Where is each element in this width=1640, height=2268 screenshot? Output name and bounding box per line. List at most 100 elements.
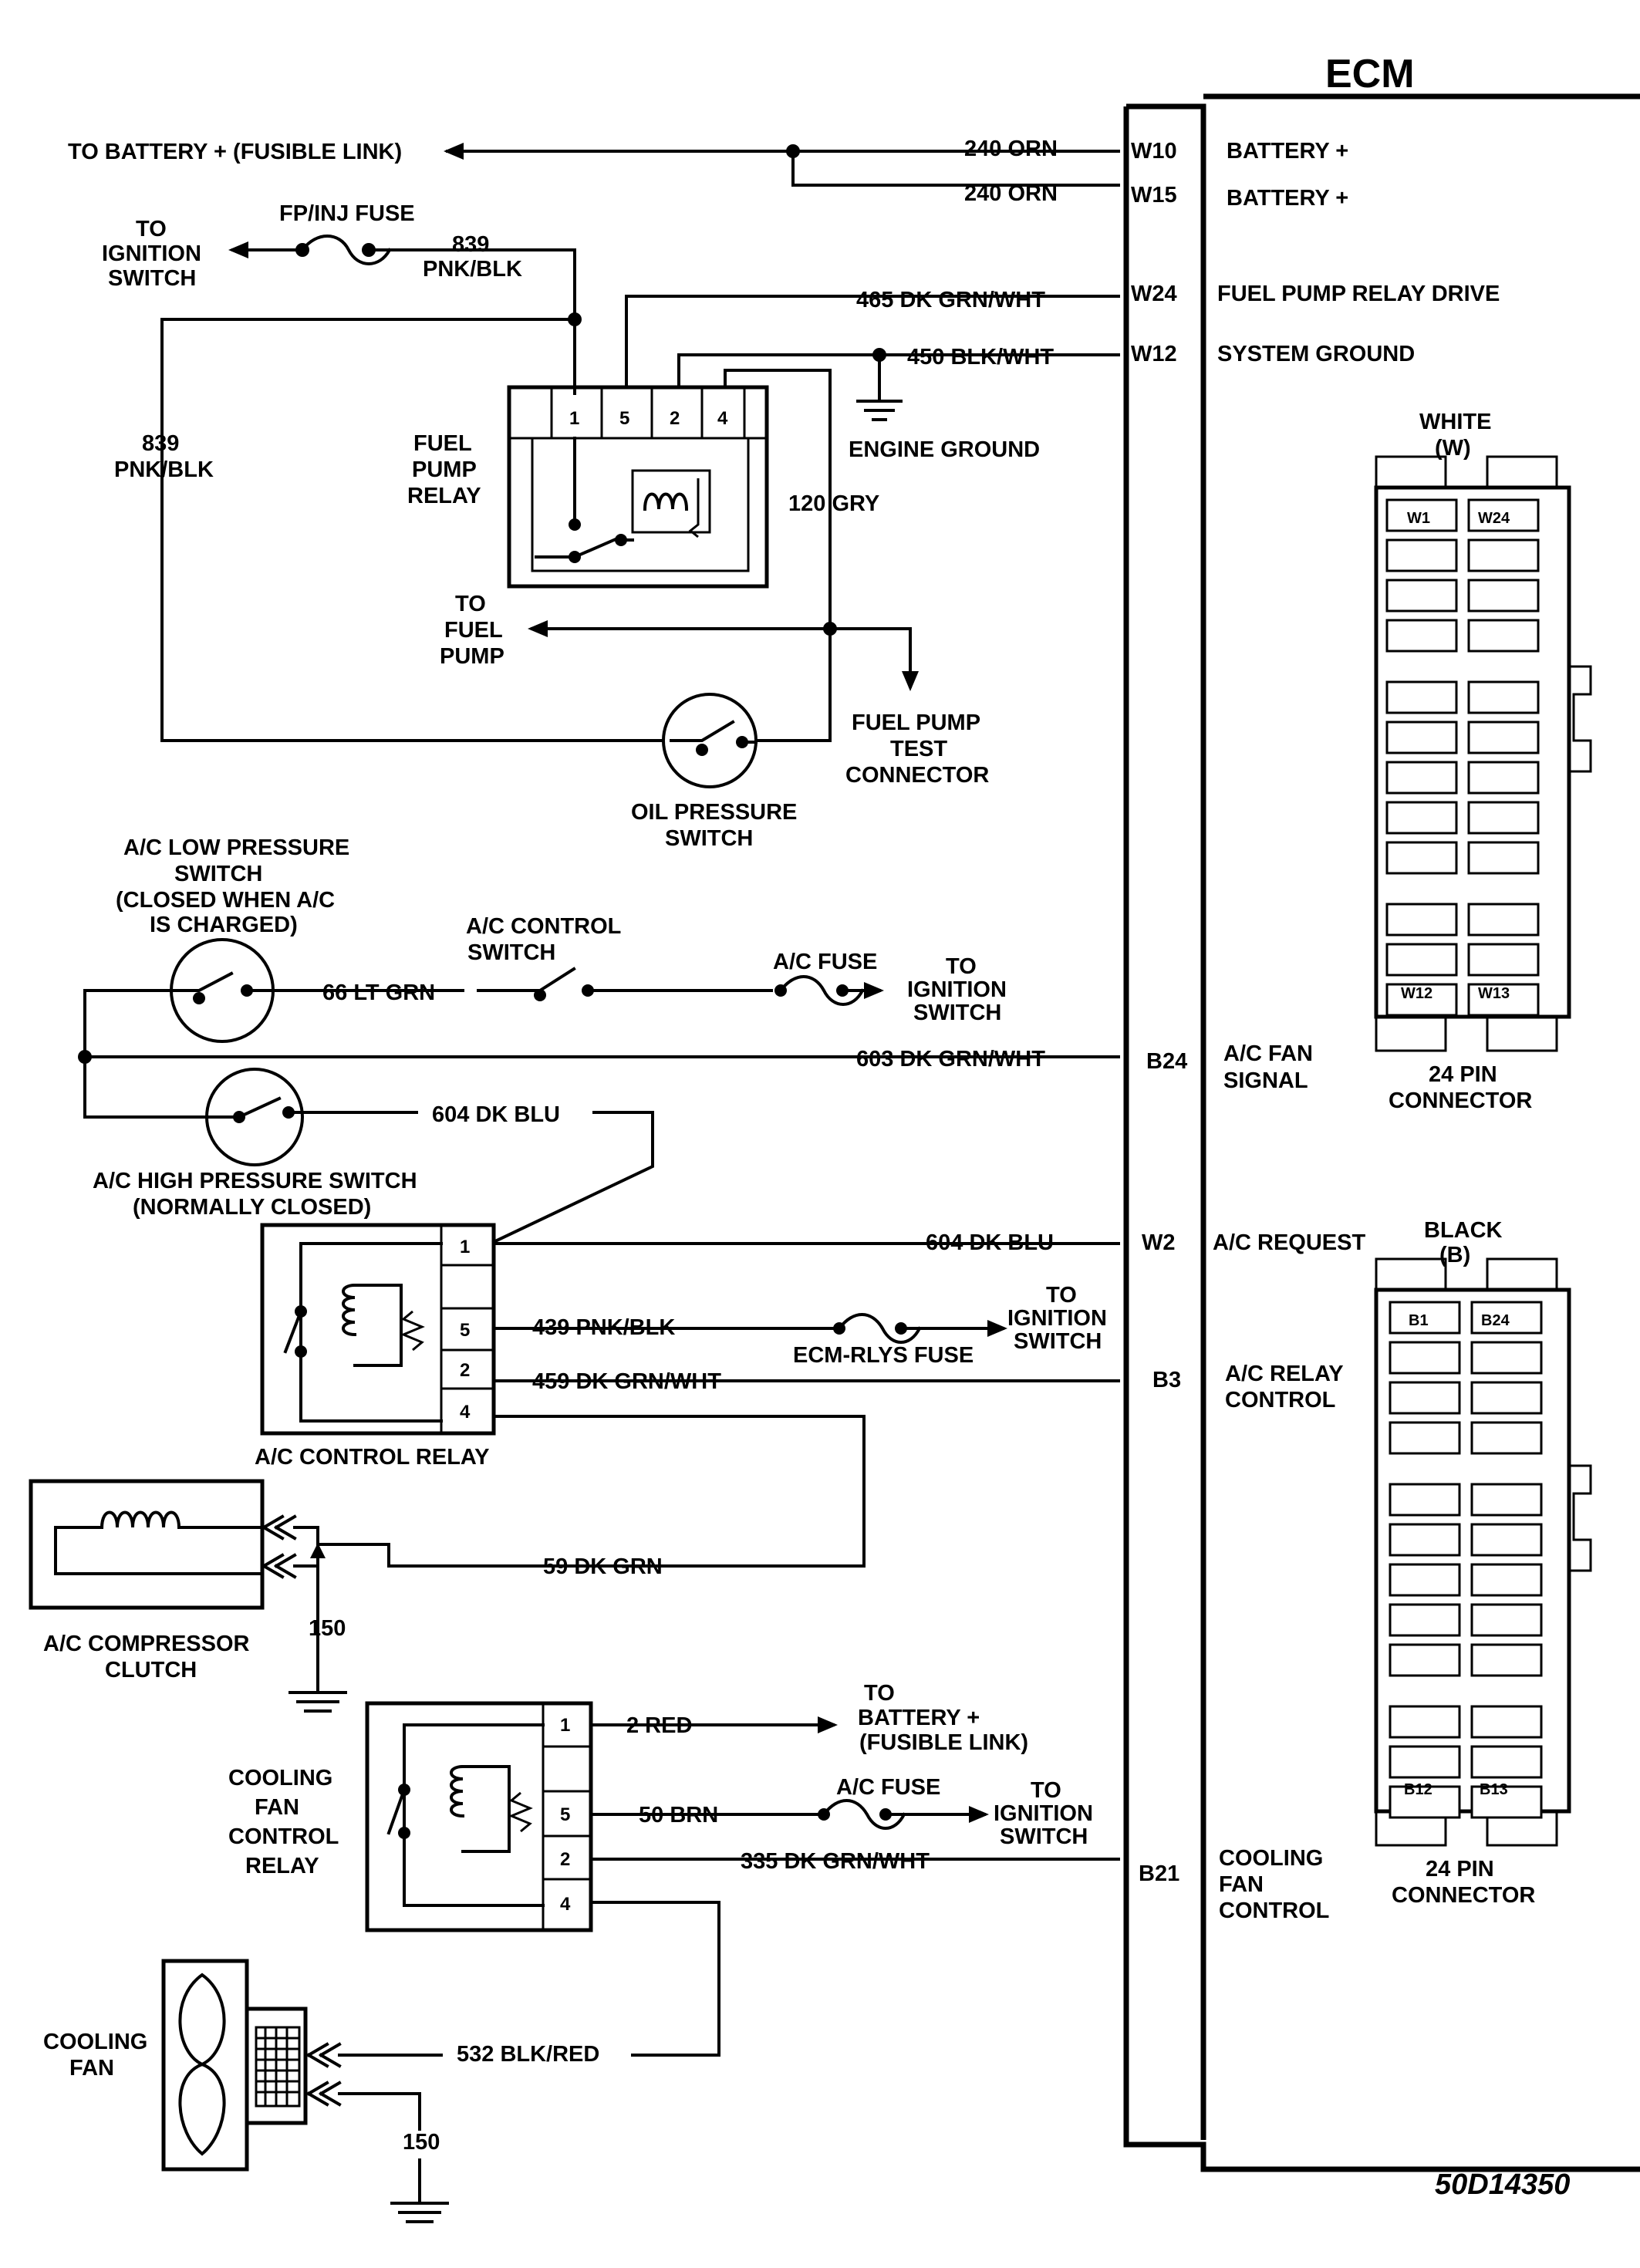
wire-603	[78, 989, 1120, 1119]
connector-cavity	[1385, 761, 1458, 795]
connector-cavity	[1389, 1301, 1461, 1335]
connector-cavity	[1467, 761, 1540, 795]
connector-cavity	[1389, 1603, 1461, 1637]
to-ign-b-3: SWITCH	[913, 1001, 1001, 1025]
connector-cavity	[1385, 721, 1458, 754]
white-conn-cell-w1: W1	[1407, 510, 1430, 527]
ecm-pin-w24: W24	[1131, 282, 1177, 306]
fp-test-conn-2: TEST	[890, 737, 947, 761]
ecm-pin-w10: W10	[1131, 139, 1177, 164]
achp-label-1: A/C HIGH PRESSURE SWITCH	[93, 1169, 417, 1193]
fp-relay-pin-1: 1	[569, 408, 579, 429]
wire-240-orn-b: 240 ORN	[964, 181, 1058, 206]
fp-relay-pin-5: 5	[619, 408, 629, 429]
to-ign-d-2: IGNITION	[994, 1801, 1093, 1826]
to-ign-b-2: IGNITION	[907, 977, 1007, 1002]
wire-532-label: 532 BLK/RED	[457, 2042, 599, 2067]
connector-cavity	[1389, 1523, 1461, 1557]
ac-clutch-label-1: A/C COMPRESSOR	[43, 1632, 250, 1656]
ecm-pin-b21: B21	[1139, 1861, 1179, 1886]
cfr-label-4: RELAY	[245, 1854, 319, 1878]
ac-relay-label: A/C CONTROL RELAY	[255, 1445, 490, 1470]
to-ign-c-1: TO	[1046, 1283, 1077, 1308]
connector-cavity	[1389, 1341, 1461, 1375]
wire-120-label: 120 GRY	[788, 491, 879, 516]
wire-50-brn	[589, 1799, 989, 1830]
black-conn-name-2: CONNECTOR	[1392, 1883, 1535, 1908]
ecm-signal-b24: A/C FAN	[1223, 1041, 1313, 1066]
fpinj-fuse-label: FP/INJ FUSE	[279, 201, 415, 226]
wire-59	[316, 1415, 866, 1568]
wire-120	[528, 369, 919, 742]
black-connector	[1374, 1257, 1592, 1847]
ecm-pin-b24: B24	[1146, 1049, 1187, 1074]
fp-relay-pin-2: 2	[670, 408, 680, 429]
connector-cavity	[1467, 943, 1540, 977]
ecm-signal-w10: BATTERY +	[1227, 139, 1348, 164]
to-ign-b-1: TO	[946, 954, 977, 979]
to-fuel-pump-2: FUEL	[444, 618, 503, 643]
black-conn-cell-b12: B12	[1404, 1781, 1432, 1798]
connector-cavity	[1389, 1483, 1461, 1517]
wire-2-red-label: 2 RED	[626, 1713, 692, 1738]
aclp-label-3: (CLOSED WHEN A/C	[116, 888, 335, 913]
to-ign-c-3: SWITCH	[1014, 1329, 1102, 1354]
fp-relay-pin-4: 4	[717, 408, 728, 429]
wire-459-label: 459 DK GRN/WHT	[532, 1369, 721, 1394]
ac-control-switch	[477, 967, 884, 1006]
ecm-title: ECM	[1325, 52, 1415, 96]
connector-cavity	[1470, 1785, 1543, 1819]
connector-cavity	[1467, 721, 1540, 754]
to-ign-d-1: TO	[1031, 1778, 1061, 1803]
ecm-pin-w15: W15	[1131, 183, 1177, 208]
wire-839-loop	[160, 312, 665, 742]
cooling-fan-control-relay	[365, 1701, 593, 1932]
to-bat-b-2: BATTERY +	[858, 1706, 980, 1730]
connector-cavity	[1385, 498, 1458, 532]
ac-relay-pin-4: 4	[460, 1402, 471, 1423]
aclp-label-2: SWITCH	[174, 862, 262, 886]
connector-cavity	[1385, 841, 1458, 875]
wire-59-label: 59 DK GRN	[543, 1554, 663, 1579]
connector-cavity	[1467, 680, 1540, 714]
connector-cavity	[1385, 538, 1458, 572]
ecm-pin-w2: W2	[1142, 1230, 1176, 1255]
black-conn-cell-b1: B1	[1409, 1312, 1429, 1329]
oil-pressure-label-2: SWITCH	[665, 826, 753, 851]
ac-clutch-label-2: CLUTCH	[105, 1658, 197, 1682]
ecm-signal-b21: COOLING	[1219, 1846, 1323, 1871]
oil-pressure-switch	[662, 693, 758, 788]
wire-150-b-label: 150	[403, 2130, 440, 2155]
wire-532-a	[589, 1901, 720, 2057]
cf-relay-pin-1: 1	[560, 1715, 570, 1736]
white-conn-name-1: 24 PIN	[1429, 1062, 1497, 1087]
fp-relay-label-2: PUMP	[412, 457, 477, 482]
ecm-signal-b21-3: CONTROL	[1219, 1898, 1329, 1923]
cfr-label-3: CONTROL	[228, 1824, 339, 1849]
ac-high-pressure-switch	[83, 1068, 654, 1244]
ecm-signal-w15: BATTERY +	[1227, 186, 1348, 211]
fpinj-fuse	[228, 235, 576, 321]
white-conn-cell-w12: W12	[1401, 985, 1432, 1002]
connector-cavity	[1467, 538, 1540, 572]
black-conn-cell-b24: B24	[1481, 1312, 1510, 1329]
cf-relay-pin-5: 5	[560, 1804, 570, 1825]
to-fuel-pump-1: TO	[455, 592, 486, 616]
oil-pressure-label-1: OIL PRESSURE	[631, 800, 797, 825]
ac-control-relay	[260, 1223, 496, 1436]
wire-839-b-1: 839	[142, 431, 179, 456]
diagram-code: 50D14350	[1435, 2168, 1570, 2201]
cooling-fan-label-2: FAN	[69, 2056, 114, 2081]
connector-cavity	[1389, 1643, 1461, 1677]
connector-cavity	[1389, 1705, 1461, 1739]
to-bat-b-1: TO	[864, 1681, 895, 1706]
ground-150-a	[289, 1577, 347, 1713]
wire-604-b-label: 604 DK BLU	[926, 1230, 1054, 1255]
to-ign-2: IGNITION	[102, 241, 201, 266]
wire-450-label: 450 BLK/WHT	[907, 345, 1054, 370]
ecm-signal-w12: SYSTEM GROUND	[1217, 342, 1415, 366]
connector-cavity	[1467, 903, 1540, 937]
to-bat-b-3: (FUSIBLE LINK)	[859, 1730, 1028, 1755]
battery-feed-wires	[444, 143, 1120, 187]
